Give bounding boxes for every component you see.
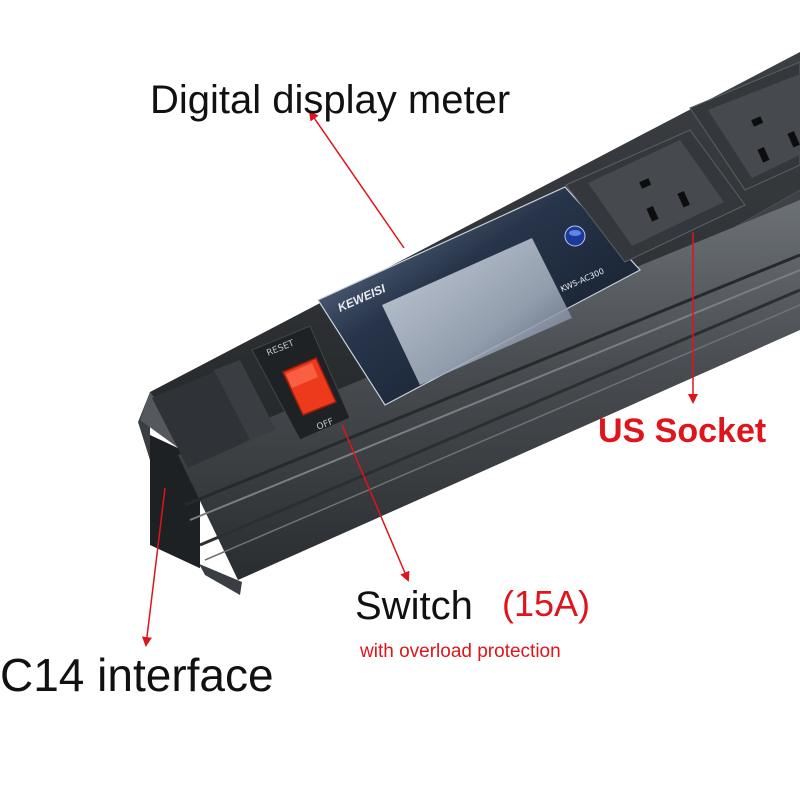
- meter-lcd: [382, 238, 572, 385]
- blank-cover-plate: [152, 360, 276, 468]
- meter-button[interactable]: [564, 225, 586, 247]
- annotation-arrows: [141, 110, 698, 647]
- digital-meter: KEWEISI KWS-AC300: [317, 186, 641, 406]
- arrow-to-switch: [341, 424, 410, 582]
- digital-display-meter-label: Digital display meter: [150, 78, 511, 122]
- us-socket-label: US Socket: [598, 412, 767, 450]
- switch-label: Switch: [355, 584, 473, 628]
- c14-interface-label: C14 interface: [0, 649, 274, 701]
- overload-protection-label: with overload protection: [360, 641, 561, 662]
- switch-rating-label: (15A): [502, 583, 591, 624]
- arrow-to-c14: [141, 487, 166, 647]
- us-socket-2: [689, 61, 800, 191]
- pdu-side-extrusion: [178, 200, 800, 580]
- arrow-to-meter: [308, 110, 405, 249]
- us-socket-1: [565, 129, 746, 263]
- switch-rocker[interactable]: [281, 357, 338, 416]
